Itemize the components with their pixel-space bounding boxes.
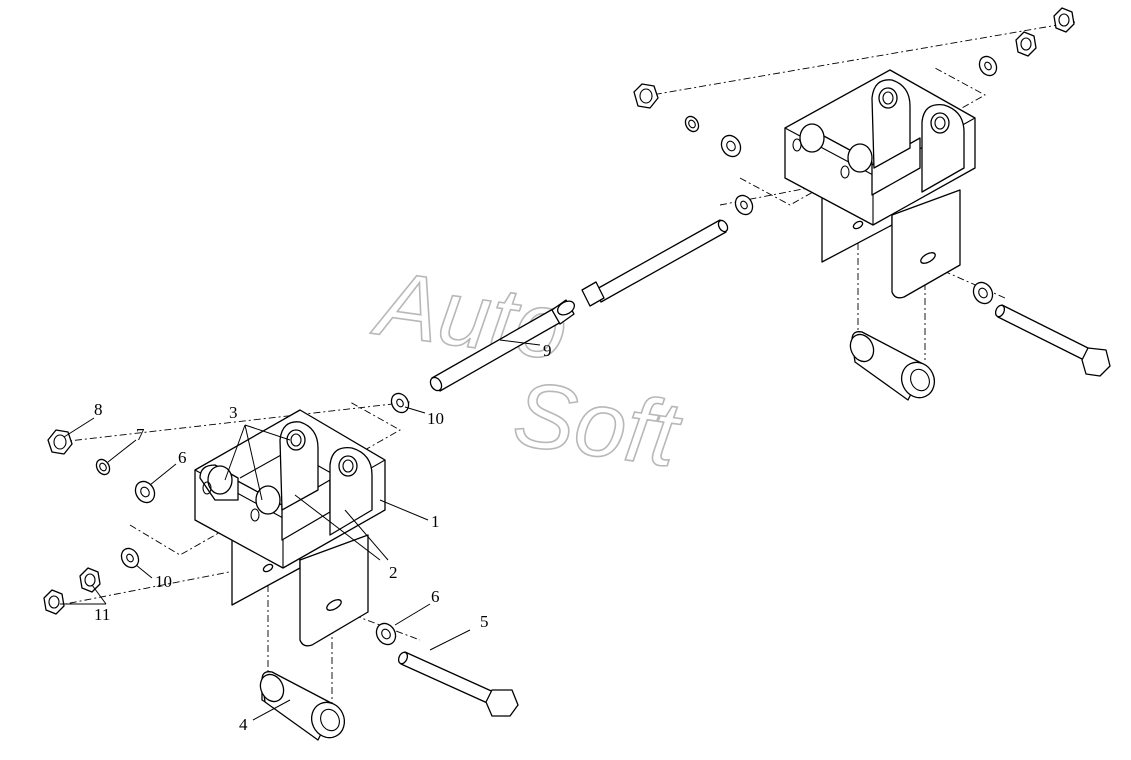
callout-11: 11: [94, 605, 110, 624]
watermark: Auto Soft: [366, 251, 688, 488]
long-bolt-upper: [581, 219, 729, 307]
left-bracket-lower-plate-right: [299, 534, 369, 647]
callout-3: 3: [229, 403, 238, 422]
right-hardware: [633, 7, 1075, 305]
washer-6-upper: [134, 480, 156, 504]
callout-4: 4: [239, 715, 248, 734]
callout-2: 2: [389, 563, 398, 582]
nuts-11: [43, 567, 101, 615]
washer-10-upper: [390, 392, 410, 414]
bolt-5-head: [485, 689, 519, 717]
long-shaft-9: [429, 299, 576, 392]
washer-10-lower: [120, 547, 140, 569]
callout-8: 8: [94, 400, 103, 419]
right-bracket: [784, 69, 976, 299]
callout-6-upper: 6: [178, 448, 187, 467]
bolt-5-left: [397, 651, 519, 717]
bolt-right: [994, 304, 1111, 377]
callout-10-upper: 10: [427, 409, 444, 428]
callout-10-lower: 10: [155, 572, 172, 591]
callout-9: 9: [543, 341, 552, 360]
lock-washer-7: [95, 458, 111, 476]
bushing-4-left: [259, 671, 346, 741]
callout-7: 7: [136, 425, 145, 444]
left-bracket: [194, 409, 386, 647]
washer-6-lower: [375, 622, 397, 646]
callouts: 1 2 3 4 5 6 6 7 8 9 10 10 11: [94, 341, 552, 734]
leader-lines: [60, 339, 541, 721]
callout-1: 1: [431, 512, 440, 531]
right-bracket-lower-plate-right: [891, 189, 961, 299]
callout-5: 5: [480, 612, 489, 631]
nut-8: [47, 429, 73, 455]
watermark-line-2: Soft: [508, 363, 688, 487]
callout-6-lower: 6: [431, 587, 440, 606]
bushing-right: [849, 331, 936, 401]
bolt-5-shank: [400, 651, 499, 707]
